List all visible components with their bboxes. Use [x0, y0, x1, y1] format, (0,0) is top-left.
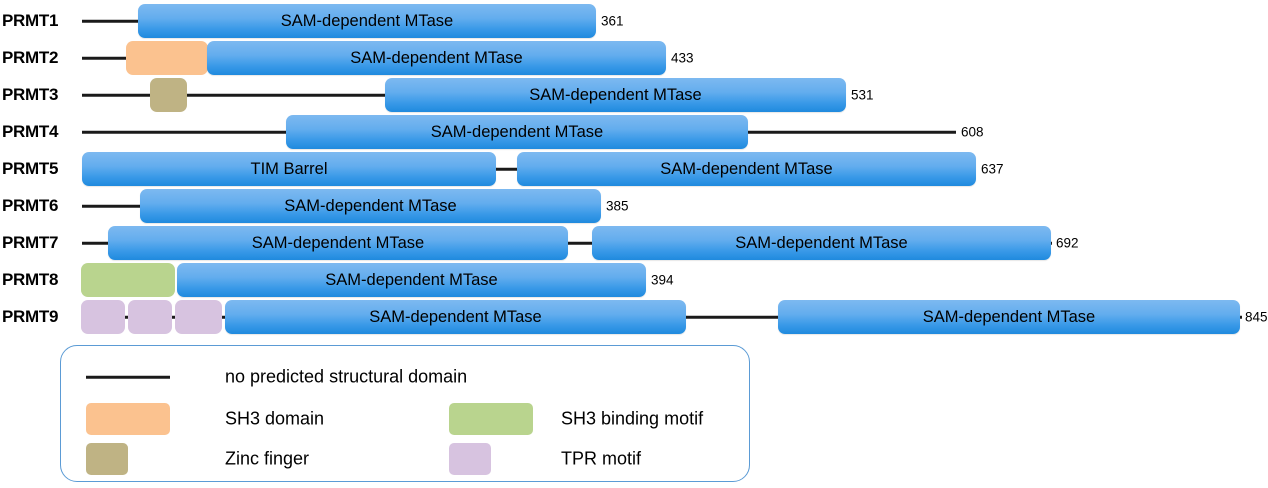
domain-sh3bind: [81, 263, 175, 297]
legend-entry: SH3 binding motif: [61, 403, 751, 435]
protein-name-label: PRMT5: [2, 159, 59, 178]
protein-row-prmt3: PRMT3 SAM-dependent MTase 531: [0, 76, 1268, 114]
domain-mtase: SAM-dependent MTase: [177, 263, 646, 297]
protein-length-label: 692: [1056, 235, 1079, 251]
protein-length-label: 531: [851, 87, 874, 103]
protein-name-label: PRMT4: [2, 122, 59, 141]
domain-mtase: SAM-dependent MTase: [108, 226, 568, 260]
domain-mtase: SAM-dependent MTase: [207, 41, 666, 75]
protein-length-label: 608: [961, 124, 984, 140]
protein-row-prmt1: PRMT1 SAM-dependent MTase 361: [0, 2, 1268, 40]
protein-name-label: PRMT8: [2, 270, 59, 289]
protein-length-label: 361: [601, 13, 624, 29]
domain-tpr: [81, 300, 125, 334]
domain-sh3: [126, 41, 208, 75]
protein-row-prmt6: PRMT6 SAM-dependent MTase 385: [0, 187, 1268, 225]
domain-tpr: [128, 300, 172, 334]
legend-swatch-zinc: [86, 443, 128, 475]
domain-mtase: SAM-dependent MTase: [778, 300, 1240, 334]
legend-entry: SH3 domain: [61, 403, 751, 435]
legend-entry: Zinc finger: [61, 443, 751, 475]
legend-swatch-sh3: [86, 403, 170, 435]
legend-entry: TPR motif: [61, 443, 751, 475]
protein-length-label: 394: [651, 272, 674, 288]
protein-name-label: PRMT2: [2, 48, 59, 67]
legend-entry: no predicted structural domain: [61, 361, 751, 393]
protein-length-label: 433: [671, 50, 694, 66]
domain-mtase: SAM-dependent MTase: [592, 226, 1051, 260]
legend-swatch-tpr: [449, 443, 491, 475]
protein-row-prmt2: PRMT2 SAM-dependent MTase 433: [0, 39, 1268, 77]
backbone-line: [82, 56, 128, 60]
backbone-line: [82, 19, 142, 23]
legend-label: SH3 binding motif: [561, 408, 704, 429]
legend-label: no predicted structural domain: [225, 366, 468, 387]
domain-zinc: [150, 78, 187, 112]
protein-row-prmt9: PRMT9 SAM-dependent MTase SAM-dependent MT…: [0, 298, 1268, 336]
domain-mtase: SAM-dependent MTase: [138, 4, 596, 38]
backbone-line: [82, 93, 387, 97]
domain-mtase: SAM-dependent MTase: [286, 115, 748, 149]
backbone-line: [82, 204, 142, 208]
protein-name-label: PRMT1: [2, 11, 59, 30]
domain-mtase: SAM-dependent MTase: [225, 300, 686, 334]
protein-name-label: PRMT9: [2, 307, 59, 326]
protein-length-label: 385: [606, 198, 629, 214]
legend-label: SH3 domain: [225, 408, 325, 429]
domain-mtase: SAM-dependent MTase: [385, 78, 846, 112]
protein-row-prmt7: PRMT7 SAM-dependent MTase SAM-dependent MT…: [0, 224, 1268, 262]
legend-swatch-sh3bind: [449, 403, 533, 435]
protein-name-label: PRMT6: [2, 196, 59, 215]
domain-mtase: SAM-dependent MTase: [140, 189, 601, 223]
protein-length-label: 637: [981, 161, 1004, 177]
domain-mtase: TIM Barrel: [82, 152, 496, 186]
domain-tpr: [175, 300, 222, 334]
protein-row-prmt8: PRMT8 SAM-dependent MTase 394: [0, 261, 1268, 299]
domain-mtase: SAM-dependent MTase: [517, 152, 976, 186]
protein-name-label: PRMT7: [2, 233, 59, 252]
legend-line-glyph: [86, 375, 170, 379]
protein-row-prmt4: PRMT4 SAM-dependent MTase 608: [0, 113, 1268, 151]
protein-name-label: PRMT3: [2, 85, 59, 104]
legend-label: TPR motif: [561, 448, 642, 469]
protein-length-label: 845: [1245, 309, 1268, 325]
legend-label: Zinc finger: [225, 448, 310, 469]
protein-row-prmt5: PRMT5 TIM Barrel SAM-dependent MTase 637: [0, 150, 1268, 188]
